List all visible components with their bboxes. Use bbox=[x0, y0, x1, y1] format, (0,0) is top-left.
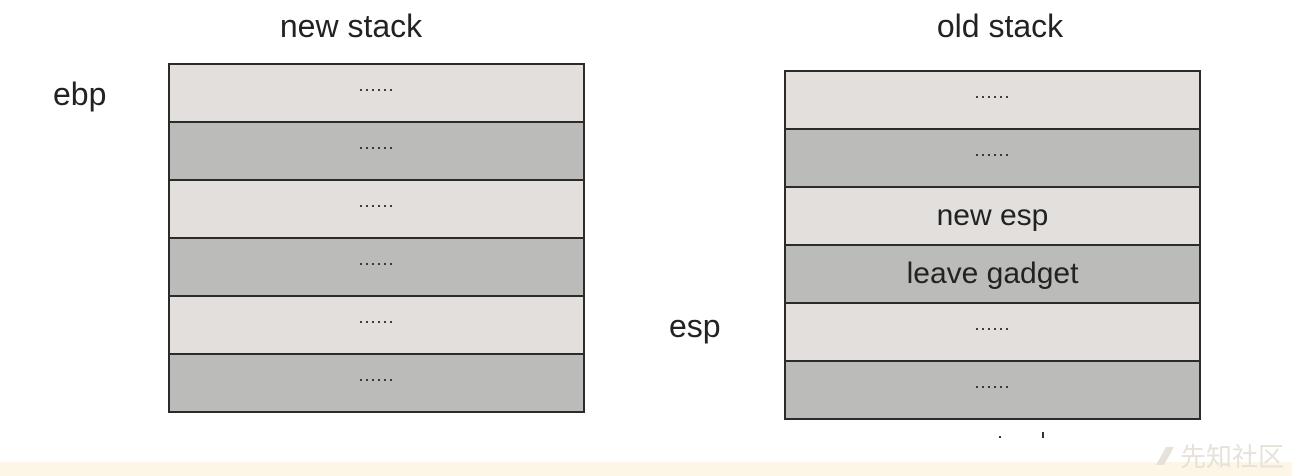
old-stack-cell-6: ...... bbox=[786, 360, 1199, 418]
new-stack-cell-5: ...... bbox=[170, 295, 583, 353]
new-stack-cell-2: ...... bbox=[170, 121, 583, 179]
watermark-logo-icon bbox=[1155, 446, 1174, 465]
old-stack-title: old stack bbox=[936, 8, 1064, 44]
old-stack-cell-5: ...... bbox=[786, 302, 1199, 360]
cell-text: ...... bbox=[974, 371, 1011, 392]
cell-text: ...... bbox=[974, 81, 1011, 102]
old-stack-cell-1: ...... bbox=[786, 72, 1199, 128]
old-stack-cell-new-esp: new esp bbox=[786, 186, 1199, 244]
cell-text: ...... bbox=[974, 139, 1011, 160]
cell-text: leave gadget bbox=[906, 257, 1079, 290]
ebp-label: ebp bbox=[53, 76, 107, 112]
watermark: 先知社区 bbox=[1154, 437, 1284, 474]
stray-mark bbox=[1042, 432, 1044, 438]
old-stack-cell-2: ...... bbox=[786, 128, 1199, 186]
new-stack-cell-1: ...... bbox=[170, 65, 583, 121]
cell-text: ...... bbox=[358, 306, 395, 327]
new-stack-cell-4: ...... bbox=[170, 237, 583, 295]
old-stack-cell-leave-gadget: leave gadget bbox=[786, 244, 1199, 302]
watermark-text: 先知社区 bbox=[1179, 443, 1284, 473]
stray-mark bbox=[999, 436, 1001, 438]
old-stack: ...... ...... new esp leave gadget .....… bbox=[784, 70, 1201, 420]
cell-text: ...... bbox=[358, 248, 395, 269]
new-stack-title: new stack bbox=[279, 8, 423, 44]
cell-text: ...... bbox=[358, 74, 395, 95]
cell-text: ...... bbox=[358, 190, 395, 211]
new-stack-cell-6: ...... bbox=[170, 353, 583, 411]
cell-text: ...... bbox=[358, 364, 395, 385]
diagram-canvas: new stack ebp ...... ...... ...... .....… bbox=[0, 0, 1292, 462]
new-stack: ...... ...... ...... ...... ...... .....… bbox=[168, 63, 585, 413]
cell-text: ...... bbox=[974, 313, 1011, 334]
esp-label: esp bbox=[669, 308, 721, 344]
cell-text: ...... bbox=[358, 132, 395, 153]
new-stack-cell-3: ...... bbox=[170, 179, 583, 237]
cell-text: new esp bbox=[936, 199, 1049, 232]
